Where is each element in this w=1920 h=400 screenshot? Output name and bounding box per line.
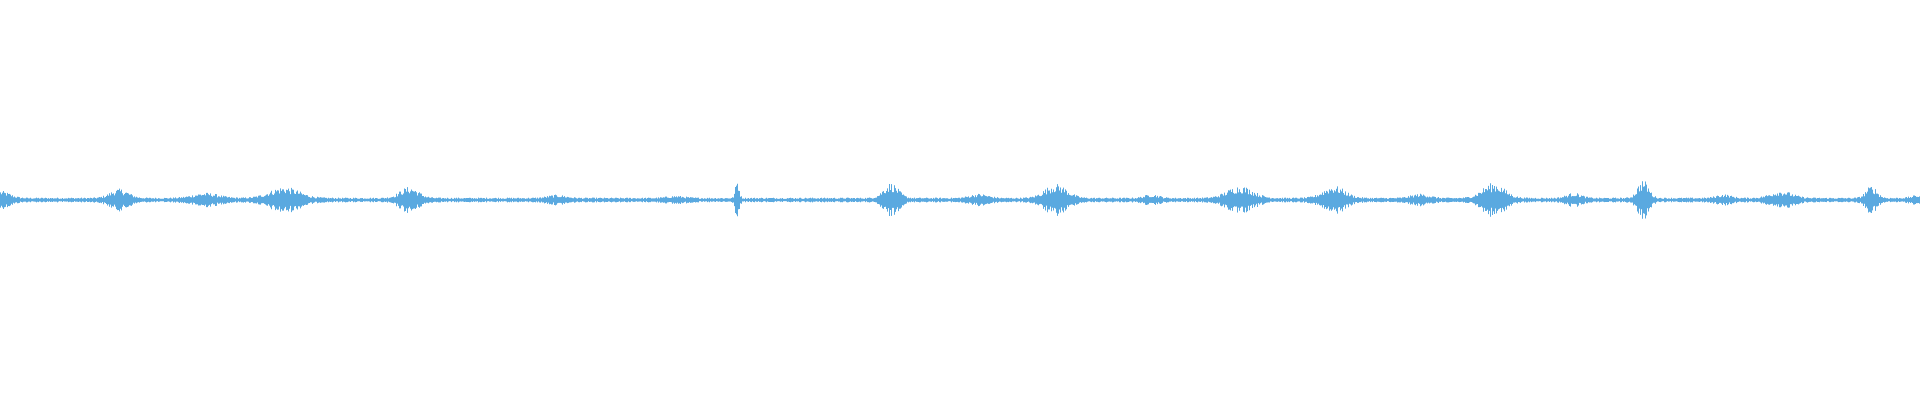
audio-waveform (0, 181, 1920, 219)
waveform-panel (0, 181, 1920, 219)
